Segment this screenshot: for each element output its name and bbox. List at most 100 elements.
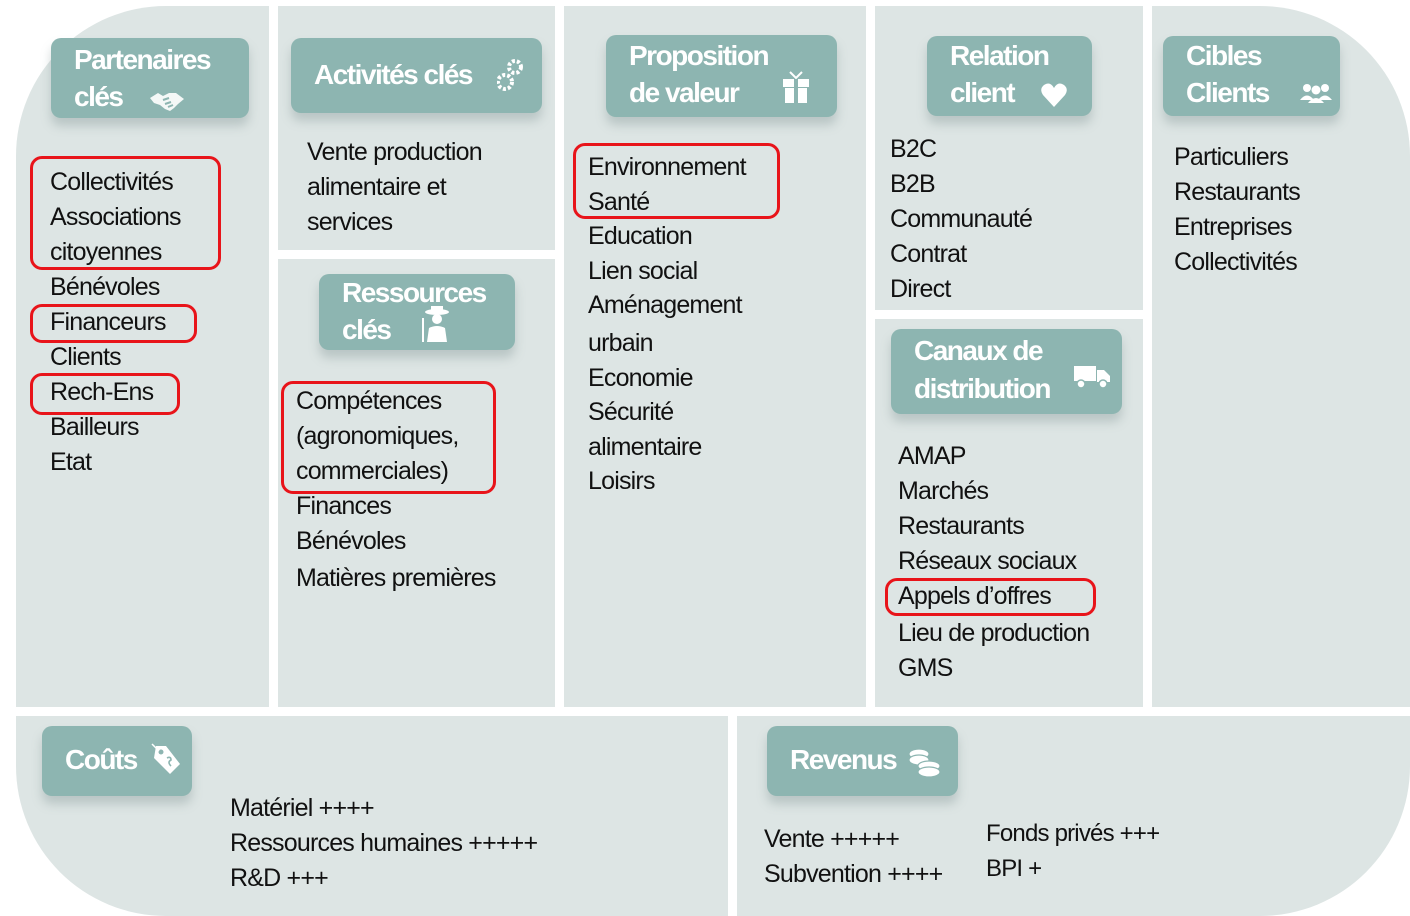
header-relation: Relation client bbox=[927, 36, 1092, 116]
header-activites: Activités clés bbox=[291, 38, 542, 113]
highlight-box bbox=[281, 381, 496, 494]
list-item: Ressources humaines +++++ bbox=[230, 829, 538, 857]
truck-icon bbox=[1073, 361, 1111, 398]
list-item: Clients bbox=[50, 343, 122, 371]
header-title: Ressources bbox=[342, 277, 487, 308]
list-item: Direct bbox=[890, 275, 951, 303]
header-revenus: Revenus bbox=[767, 726, 958, 796]
list-item: Particuliers bbox=[1174, 143, 1289, 171]
list-couts: Matériel ++++ Ressources humaines +++++ … bbox=[230, 791, 538, 896]
list-canaux: AMAP Marchés Restaurants Réseaux sociaux… bbox=[898, 439, 1090, 686]
header-title: distribution bbox=[914, 373, 1051, 404]
header-ressources: Ressources clés bbox=[319, 274, 515, 350]
divider bbox=[1143, 0, 1152, 710]
people-icon bbox=[1298, 76, 1334, 113]
list-item: Communauté bbox=[890, 205, 1033, 233]
header-title: Proposition bbox=[629, 40, 770, 71]
header-title: Partenaires bbox=[74, 44, 212, 75]
header-proposition: Proposition de valeur bbox=[606, 35, 837, 117]
highlight-box bbox=[30, 304, 197, 343]
list-item: Environnement bbox=[588, 153, 747, 181]
list-item: Restaurants bbox=[898, 512, 1025, 540]
list-item: citoyennes bbox=[50, 238, 162, 266]
header-title: Activités clés bbox=[314, 59, 474, 90]
header-title: Relation bbox=[950, 40, 1050, 71]
price-tag-icon bbox=[150, 742, 182, 785]
list-item: alimentaire bbox=[588, 432, 702, 461]
list-proposition: Environnement Santé Education Lien socia… bbox=[588, 150, 747, 499]
header-title: de valeur bbox=[629, 77, 740, 108]
list-item: Lien social bbox=[588, 256, 698, 285]
header-title: Cibles bbox=[1186, 40, 1263, 71]
list-item: Associations bbox=[50, 203, 182, 231]
list-revenus-right: Fonds privés +++ BPI + bbox=[986, 816, 1160, 886]
header-cibles: Cibles Clients bbox=[1163, 36, 1340, 116]
list-item: Compétences bbox=[296, 387, 442, 415]
highlight-box bbox=[30, 156, 221, 270]
list-item: AMAP bbox=[898, 442, 966, 470]
list-item: urbain bbox=[588, 328, 654, 357]
list-item: services bbox=[307, 208, 393, 236]
list-partenaires: Collectivités Associations citoyennes Bé… bbox=[50, 165, 182, 480]
list-item: commerciales) bbox=[296, 457, 449, 485]
list-item: GMS bbox=[898, 654, 953, 682]
list-item: Appels d’offres bbox=[898, 582, 1052, 610]
heart-icon bbox=[1040, 80, 1068, 117]
header-canaux: Canaux de distribution bbox=[891, 329, 1122, 414]
coins-icon bbox=[907, 744, 943, 787]
list-item: Collectivités bbox=[1174, 248, 1298, 276]
list-item: Etat bbox=[50, 448, 92, 476]
list-item: Education bbox=[588, 222, 693, 251]
list-item: Matières premières bbox=[296, 564, 496, 592]
list-item: Bailleurs bbox=[50, 413, 139, 441]
list-item: Economie bbox=[588, 363, 694, 392]
list-item: Matériel ++++ bbox=[230, 794, 375, 822]
list-item: Fonds privés +++ bbox=[986, 820, 1160, 847]
list-item: Finances bbox=[296, 492, 392, 520]
list-item: Sécurité bbox=[588, 398, 674, 427]
list-item: Bénévoles bbox=[296, 527, 406, 555]
gears-icon bbox=[496, 58, 525, 101]
highlight-box bbox=[885, 578, 1096, 616]
list-item: Contrat bbox=[890, 240, 967, 268]
highlight-box bbox=[30, 373, 180, 415]
list-item: Vente +++++ bbox=[764, 825, 900, 853]
list-item: BPI + bbox=[986, 855, 1042, 882]
list-item: B2B bbox=[890, 170, 936, 198]
gift-icon bbox=[781, 68, 811, 113]
divider bbox=[0, 707, 1410, 716]
header-title: Coûts bbox=[65, 744, 138, 775]
list-item: Aménagement bbox=[588, 291, 743, 320]
divider bbox=[875, 310, 1143, 319]
header-title: client bbox=[950, 77, 1016, 108]
list-item: (agronomiques, bbox=[296, 422, 459, 450]
header-title: clés bbox=[74, 81, 124, 112]
list-item: Loisirs bbox=[588, 467, 655, 496]
list-item: Lieu de production bbox=[898, 619, 1090, 647]
list-item: Subvention ++++ bbox=[764, 860, 943, 888]
canvas-background bbox=[16, 6, 1410, 916]
header-partenaires: Partenaires clés bbox=[51, 38, 249, 118]
header-couts: Coûts bbox=[42, 726, 192, 796]
list-item: Vente production bbox=[307, 138, 483, 166]
list-item: Bénévoles bbox=[50, 273, 160, 301]
list-item: Marchés bbox=[898, 477, 989, 505]
list-relation: B2C B2B Communauté Contrat Direct bbox=[890, 132, 1033, 307]
highlight-box bbox=[573, 143, 780, 219]
divider bbox=[555, 0, 564, 710]
divider bbox=[278, 250, 555, 259]
list-activites: Vente production alimentaire et services bbox=[307, 135, 483, 240]
divider bbox=[269, 0, 278, 710]
handshake-icon bbox=[149, 84, 185, 121]
list-item: Financeurs bbox=[50, 308, 166, 336]
list-item: Réseaux sociaux bbox=[898, 547, 1077, 575]
farmer-icon bbox=[419, 304, 455, 353]
list-item: Santé bbox=[588, 187, 650, 216]
list-cibles: Particuliers Restaurants Entreprises Col… bbox=[1174, 140, 1301, 280]
header-title: Canaux de bbox=[914, 335, 1044, 366]
header-title: Revenus bbox=[790, 744, 898, 775]
list-item: alimentaire et bbox=[307, 173, 447, 201]
header-title: clés bbox=[342, 314, 392, 345]
header-title: Clients bbox=[1186, 77, 1270, 108]
